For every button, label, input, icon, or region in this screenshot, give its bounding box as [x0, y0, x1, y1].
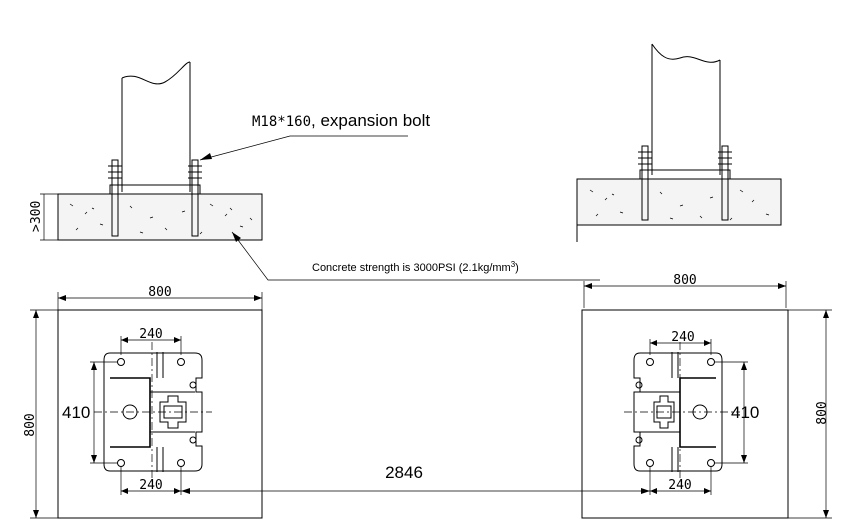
left-height-dim-line [30, 309, 58, 519]
right-plate-ribs [671, 352, 679, 472]
right-bolt-holes [635, 358, 715, 467]
left-span-label: 410 [62, 403, 90, 422]
right-bottom-bolt-dim-line [649, 466, 712, 495]
right-base-plate [639, 169, 731, 180]
left-elevation: >300 [29, 61, 263, 241]
left-span-dim-line [90, 361, 118, 464]
depth-label: >300 [29, 201, 44, 232]
left-foundation-outline [57, 309, 263, 519]
right-height-label: 800 [815, 401, 830, 424]
left-plate-stiffeners [150, 391, 195, 433]
right-column [651, 44, 721, 175]
right-concrete-hatch [589, 189, 770, 221]
right-top-bolt-label: 240 [671, 330, 694, 345]
right-bottom-bolt-label: 240 [668, 478, 691, 493]
right-clamp-inner [656, 405, 672, 419]
left-base-plate [109, 184, 201, 195]
right-top-bolt-dim-line [649, 339, 712, 355]
left-height-label: 800 [23, 413, 38, 436]
left-width-label: 800 [148, 285, 171, 300]
bolt-spec: M18*160 [252, 114, 311, 130]
concrete-note-superscript: 3 [511, 260, 516, 269]
left-top-bolt-label: 240 [139, 327, 162, 342]
right-height-dim-line [788, 309, 832, 519]
left-plan: 800 800 240 240 [23, 285, 263, 519]
left-plate-web [110, 377, 151, 448]
left-base-plate-outline [103, 352, 203, 472]
center-distance-dimension: 2846 [181, 463, 650, 494]
bolt-callout: M18*160, expansion bolt [252, 111, 430, 130]
right-column-break [651, 43, 721, 63]
right-foundation-outline [581, 309, 789, 519]
concrete-leader: Concrete strength is 3000PSI (2.1kg/mm3) [231, 231, 600, 281]
right-width-label: 800 [673, 273, 696, 288]
left-concrete-hatch [69, 203, 253, 235]
right-width-dim-line [583, 281, 787, 308]
left-clamp-inner [163, 405, 183, 419]
bolt-description: , expansion bolt [311, 111, 430, 130]
left-width-dim-line [57, 292, 263, 310]
right-span-dim-line [714, 361, 748, 464]
left-top-bolt-dim-line [120, 336, 182, 355]
concrete-note: Concrete strength is 3000PSI (2.1kg/mm3) [312, 260, 519, 274]
left-column [121, 62, 191, 192]
left-bottom-bolt-label: 240 [139, 478, 162, 493]
right-center-lines [624, 342, 740, 482]
left-column-break [121, 61, 191, 85]
left-bottom-bolt-dim-line [120, 466, 182, 495]
right-clamp [653, 395, 675, 429]
right-plate-stiffeners [640, 391, 680, 433]
depth-dimension-line [40, 193, 58, 241]
right-span-label: 410 [731, 403, 759, 422]
left-anchor-bolts [108, 159, 202, 237]
right-plan: 800 800 240 240 410 [581, 273, 832, 519]
left-concrete-block [57, 193, 263, 241]
right-anchor-bolts [638, 145, 732, 221]
right-base-plate-outline [633, 352, 723, 472]
center-distance-label: 2846 [385, 463, 423, 482]
right-elevation [576, 43, 782, 242]
right-plate-web [679, 377, 716, 448]
left-clamp [159, 395, 187, 429]
left-center-lines [94, 342, 212, 482]
right-concrete-block [576, 178, 782, 226]
concrete-note-text: Concrete strength is 3000PSI (2.1kg/mm [312, 262, 511, 274]
concrete-note-close: ) [515, 262, 519, 274]
left-plate-ribs [156, 352, 164, 472]
bolt-leader: M18*160, expansion bolt [199, 111, 430, 161]
